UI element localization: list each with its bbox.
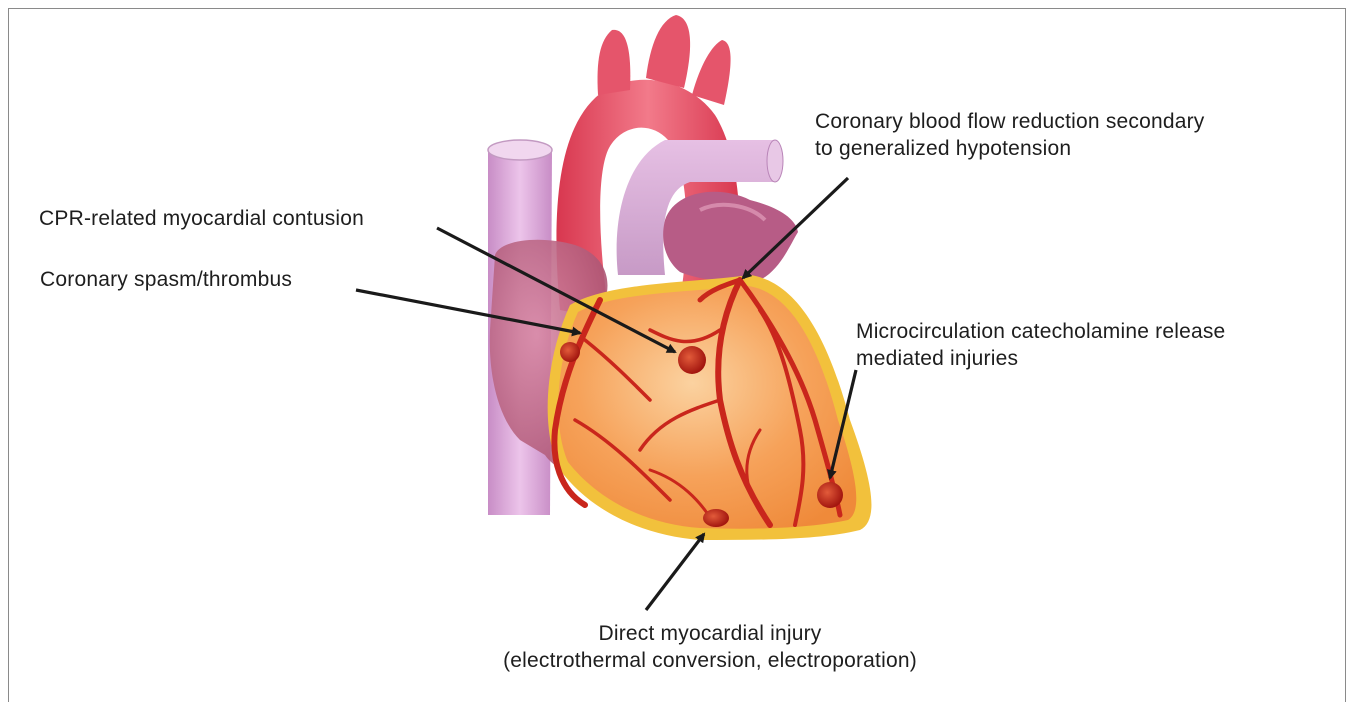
label-microcirculation-line2: mediated injuries (856, 345, 1225, 372)
lesion-microcirculation (817, 482, 843, 508)
label-microcirculation: Microcirculation catecholamine release m… (856, 318, 1225, 372)
label-direct-injury: Direct myocardial injury (electrothermal… (470, 620, 950, 674)
lesion-direct (703, 509, 729, 527)
lesion-spasm (560, 342, 580, 362)
label-coronary-spasm: Coronary spasm/thrombus (40, 266, 292, 293)
lesion-contusion (678, 346, 706, 374)
label-cpr-contusion: CPR-related myocardial contusion (39, 205, 364, 232)
label-coronary-spasm-text: Coronary spasm/thrombus (40, 266, 292, 293)
label-blood-flow: Coronary blood flow reduction secondary … (815, 108, 1205, 162)
label-blood-flow-line1: Coronary blood flow reduction secondary (815, 108, 1205, 135)
left-atrium (663, 192, 798, 282)
label-direct-injury-line1: Direct myocardial injury (470, 620, 950, 647)
label-microcirculation-line1: Microcirculation catecholamine release (856, 318, 1225, 345)
label-blood-flow-line2: to generalized hypotension (815, 135, 1205, 162)
label-cpr-contusion-text: CPR-related myocardial contusion (39, 205, 364, 232)
arrow-direct-injury (646, 534, 704, 610)
label-direct-injury-line2: (electrothermal conversion, electroporat… (470, 647, 950, 674)
